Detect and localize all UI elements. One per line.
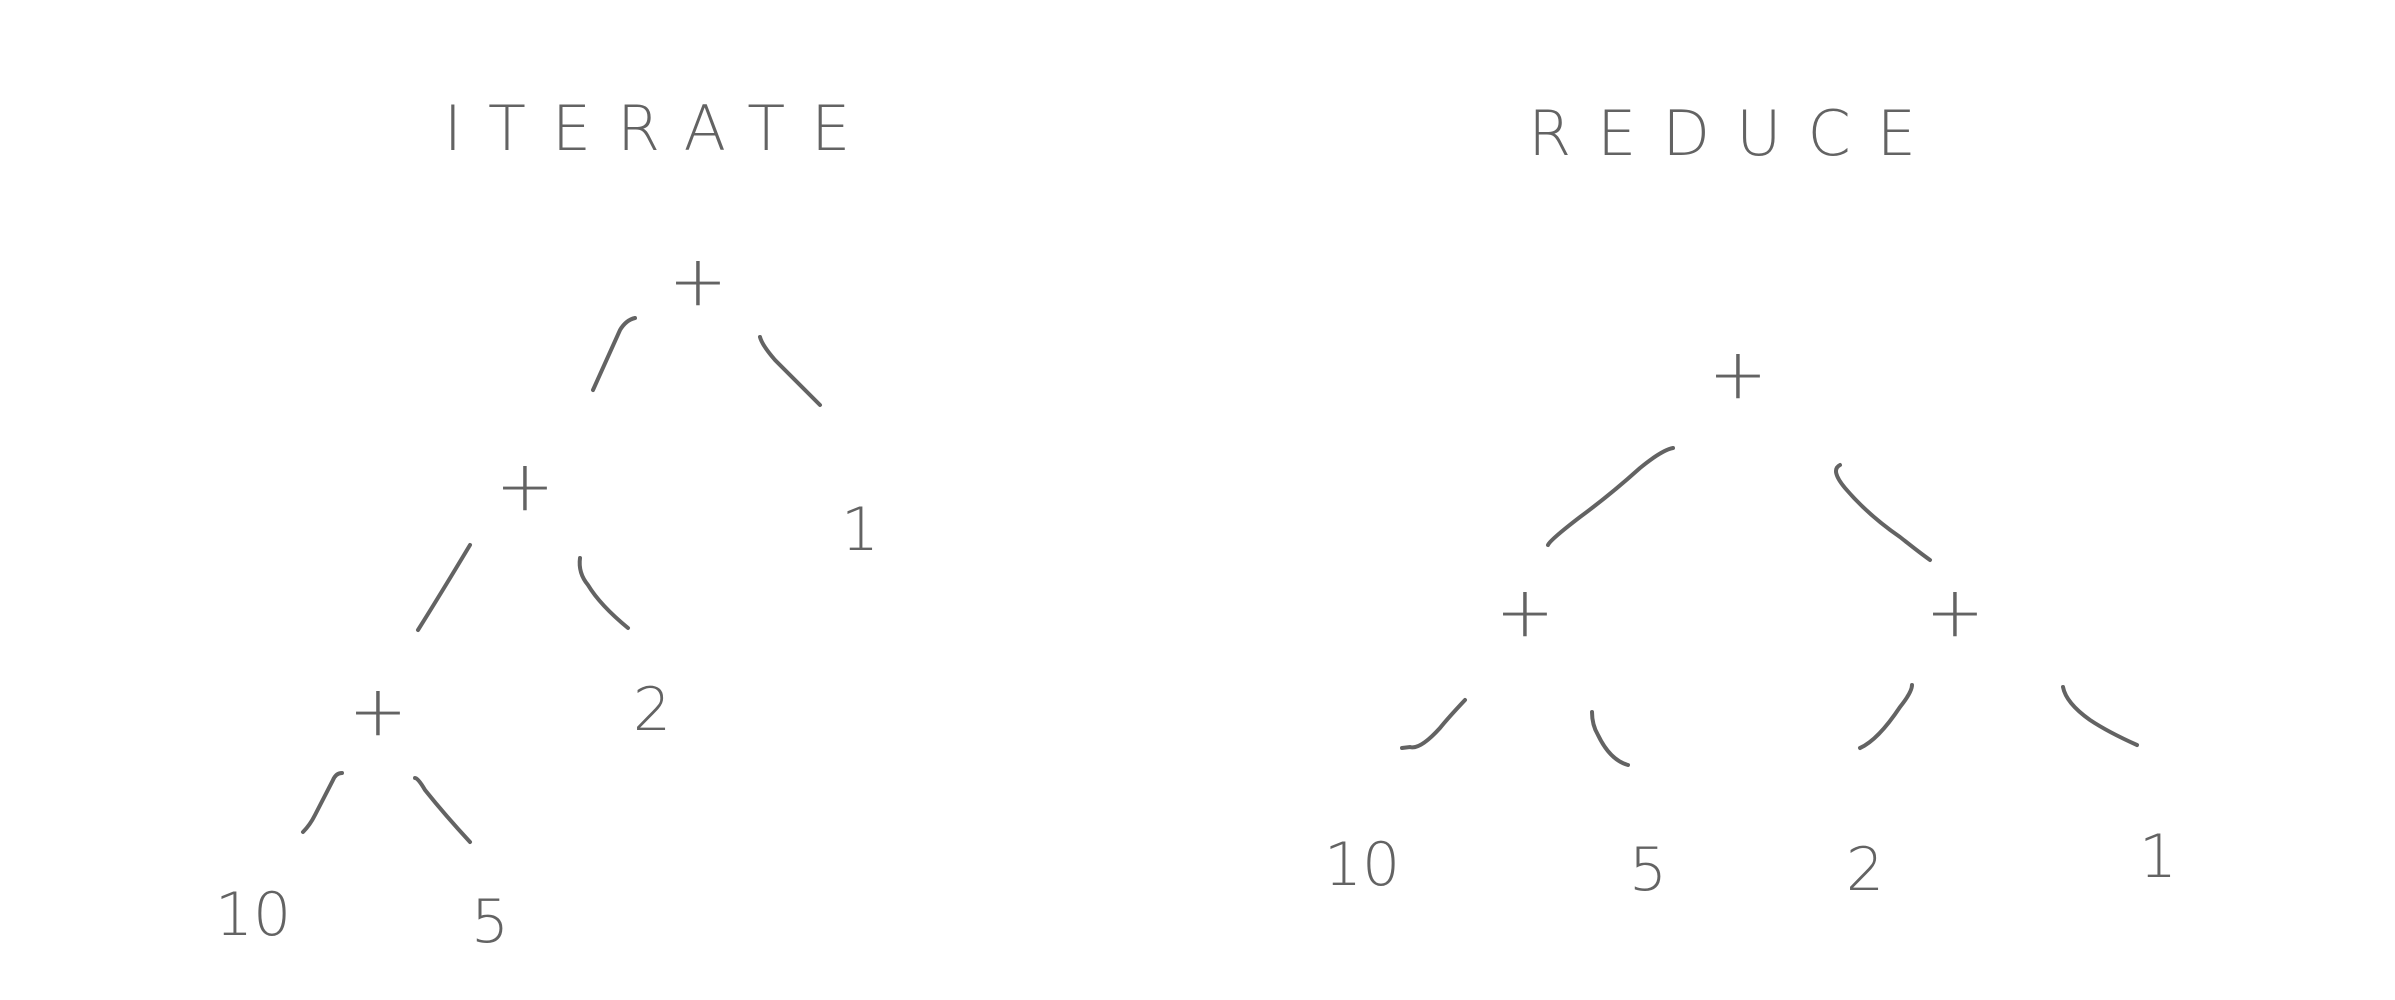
reduce-leaf-1: 1 <box>2139 822 2177 892</box>
reduce-edge-right-right <box>2061 685 2139 747</box>
reduce-edge-right-left <box>1858 683 1914 750</box>
reduce-right-op: + <box>1926 571 1985 653</box>
reduce-edge-root-left <box>1546 446 1675 547</box>
iterate-leaf-10: 10 <box>215 880 291 950</box>
iterate-edge-mid-left <box>416 543 472 632</box>
iterate-edge-root-right <box>758 335 822 407</box>
reduce-leaf-2: 2 <box>1846 835 1884 905</box>
iterate-title: ITERATE <box>444 92 877 165</box>
reduce-root-op: + <box>1709 333 1768 415</box>
iterate-root-op: + <box>669 240 728 322</box>
reduce-edge-left-right <box>1590 710 1630 767</box>
reduce-title: REDUCE <box>1528 97 1942 170</box>
iterate-edge-root-left <box>591 316 637 392</box>
iterate-leaf-5: 5 <box>471 887 509 957</box>
reduce-edge-root-right <box>1834 463 1932 562</box>
iterate-tree: ITERATE + + 1 + 2 10 5 <box>215 92 879 957</box>
reduce-tree: REDUCE + + + 10 5 2 1 <box>1324 97 2177 905</box>
iterate-low-op: + <box>349 670 408 752</box>
reduce-leaf-10: 10 <box>1324 830 1400 900</box>
reduce-leaf-5: 5 <box>1629 835 1667 905</box>
reduce-edge-left-left <box>1400 698 1467 750</box>
reduce-left-op: + <box>1496 571 1555 653</box>
iterate-mid-op: + <box>496 445 555 527</box>
iterate-edge-low-right <box>413 776 472 844</box>
iterate-edge-low-left <box>301 771 344 834</box>
iterate-leaf-1: 1 <box>841 495 879 565</box>
iterate-edge-mid-right <box>577 556 630 630</box>
iterate-leaf-2: 2 <box>633 675 671 745</box>
